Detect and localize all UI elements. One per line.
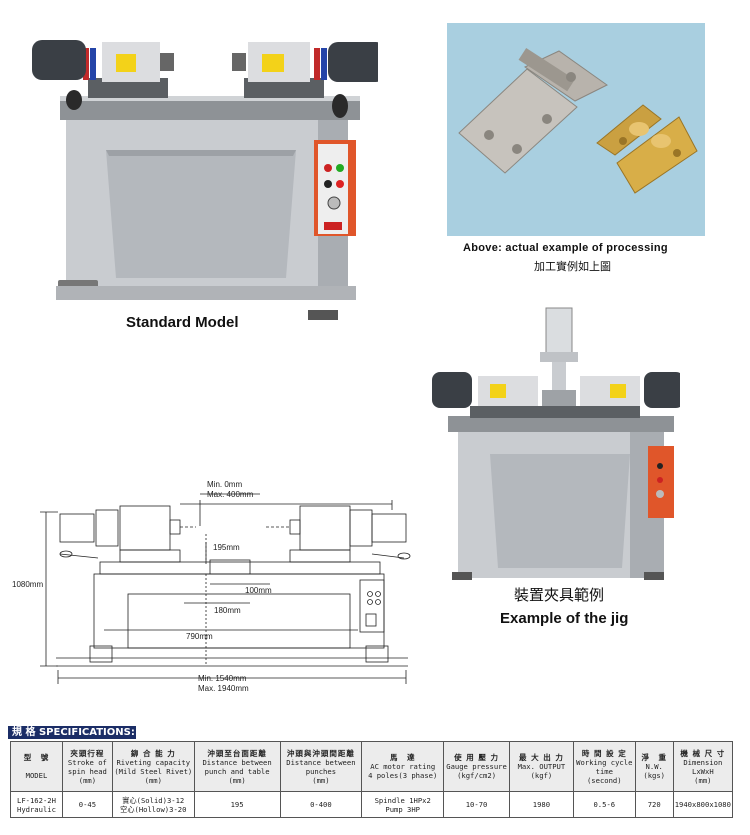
spec-cell-line: LF-162-2H xyxy=(17,795,56,805)
spec-header-en: (kgf) xyxy=(530,771,553,780)
spec-header-en: MODEL xyxy=(25,771,48,780)
spec-header-en: N.W. xyxy=(645,762,663,771)
technical-drawing xyxy=(40,493,411,684)
spec-header-en: Working cycle xyxy=(576,757,633,767)
spec-cell: 1940x800x1080 xyxy=(672,791,734,818)
spec-header-en: Max. OUTPUT xyxy=(517,762,566,771)
spec-cell: 0-400 xyxy=(279,791,363,818)
spec-header-en: Dimension xyxy=(683,757,723,767)
spec-header-zh: 淨 重 xyxy=(641,753,667,762)
spec-header-en: (mm) xyxy=(78,775,97,785)
spec-cell: 10-70 xyxy=(443,791,510,818)
spec-header-en: LxWxH xyxy=(692,766,714,776)
dim-100: 100mm xyxy=(245,586,272,595)
standard-model-caption: Standard Model xyxy=(126,314,239,331)
spec-header-zh: 夾頭行程 xyxy=(70,748,105,758)
spec-header-en: 4 poles(3 phase) xyxy=(368,771,438,780)
jig-caption-en: Example of the jig xyxy=(500,610,629,627)
spec-cell: 0-45 xyxy=(61,791,113,818)
spec-header-en: punch and table xyxy=(204,766,270,776)
processing-caption-en: Above: actual example of processing xyxy=(463,242,668,254)
spec-header-zh: 型 號 xyxy=(23,753,50,762)
spec-header-en: Distance between xyxy=(202,757,272,767)
spec-cell: 195 xyxy=(193,791,281,818)
spec-cell-line: 實心(Solid)3-12 xyxy=(122,795,185,805)
spec-cell-line: Spindle 1HPx2 xyxy=(374,795,431,805)
dim-min-length: Min. 1540mm xyxy=(198,674,247,683)
spec-header-en: Riveting capacity xyxy=(116,757,191,767)
dim-180: 180mm xyxy=(214,606,241,615)
spec-header-en: (kgs) xyxy=(643,771,666,780)
spec-cell-line: 10-70 xyxy=(465,800,488,809)
spec-header-zh: 時 間 設 定 xyxy=(581,748,627,758)
spec-header-en: AC motor rating xyxy=(370,762,436,771)
spec-header-en: spin head xyxy=(67,766,107,776)
hinge-processing-photo xyxy=(447,23,705,236)
spec-header-en: (mm) xyxy=(694,775,712,785)
spec-cell-line: 1940x800x1080 xyxy=(674,800,731,809)
spec-header-en: (second) xyxy=(586,775,622,785)
spec-header-zh: 沖頭至台面距離 xyxy=(207,748,267,758)
spec-header-en: (Mild Steel Rivet) xyxy=(114,766,193,776)
spec-cell: 1980 xyxy=(509,791,574,818)
spec-cell-line: Hydraulic xyxy=(17,804,56,814)
spec-header-en: Stroke of xyxy=(67,757,107,767)
dim-max-stroke: Max. 400mm xyxy=(207,490,254,499)
jig-caption-zh: 裝置夾具範例 xyxy=(514,586,605,604)
jig-example-photo xyxy=(432,307,680,580)
spec-cell-line: 195 xyxy=(230,800,244,809)
spec-header-en: (mm) xyxy=(312,775,330,785)
spec-header-cell: 型 號 MODEL xyxy=(10,741,63,792)
spec-cell-line: 720 xyxy=(647,800,661,809)
spec-cell-line: 0-45 xyxy=(78,800,97,809)
spec-header-en xyxy=(12,762,61,771)
spec-header-zh: 使 用 壓 力 xyxy=(454,753,499,762)
dim-max-length: Max. 1940mm xyxy=(198,684,249,693)
spec-header-zh: 機 械 尺 寸 xyxy=(680,748,726,758)
spec-header-en: Gauge pressure xyxy=(446,762,507,771)
spec-cell-line: 0.5-6 xyxy=(593,800,616,809)
spec-cell-line: 0-400 xyxy=(310,800,332,809)
spec-header-en: (kgf/cm2) xyxy=(457,771,497,780)
spec-cell: 720 xyxy=(634,791,674,818)
spec-header-en: Distance between xyxy=(286,757,356,767)
spec-header-zh: 馬 達 xyxy=(389,753,416,762)
dim-min-stroke: Min. 0mm xyxy=(207,480,243,489)
spec-header-en: punches xyxy=(305,766,337,776)
spec-cell: 0.5-6 xyxy=(572,791,636,818)
spec-header-zh: 鉚 合 能 力 xyxy=(130,748,176,758)
spec-header-en: (mm) xyxy=(228,775,246,785)
spec-cell-line: Pump 3HP xyxy=(385,804,421,814)
specifications-banner: 規 格 SPECIFICATIONS: xyxy=(8,726,136,739)
spec-cell-line: 空心(Hollow)3-20 xyxy=(120,804,187,814)
processing-caption-zh: 加工實例如上圖 xyxy=(534,260,611,273)
standard-model-photo xyxy=(32,40,378,320)
dim-height-total: 1080mm xyxy=(12,580,44,589)
spec-header-zh: 最 大 出 力 xyxy=(519,753,564,762)
spec-cell-line: 1980 xyxy=(532,800,551,809)
spec-header-en: time xyxy=(595,766,613,776)
spec-header-zh: 沖頭與沖頭間距離 xyxy=(286,748,355,758)
dim-punch-table: 195mm xyxy=(213,543,240,552)
spec-header-en: (mm) xyxy=(144,775,162,785)
dim-790: 790mm xyxy=(186,632,213,641)
